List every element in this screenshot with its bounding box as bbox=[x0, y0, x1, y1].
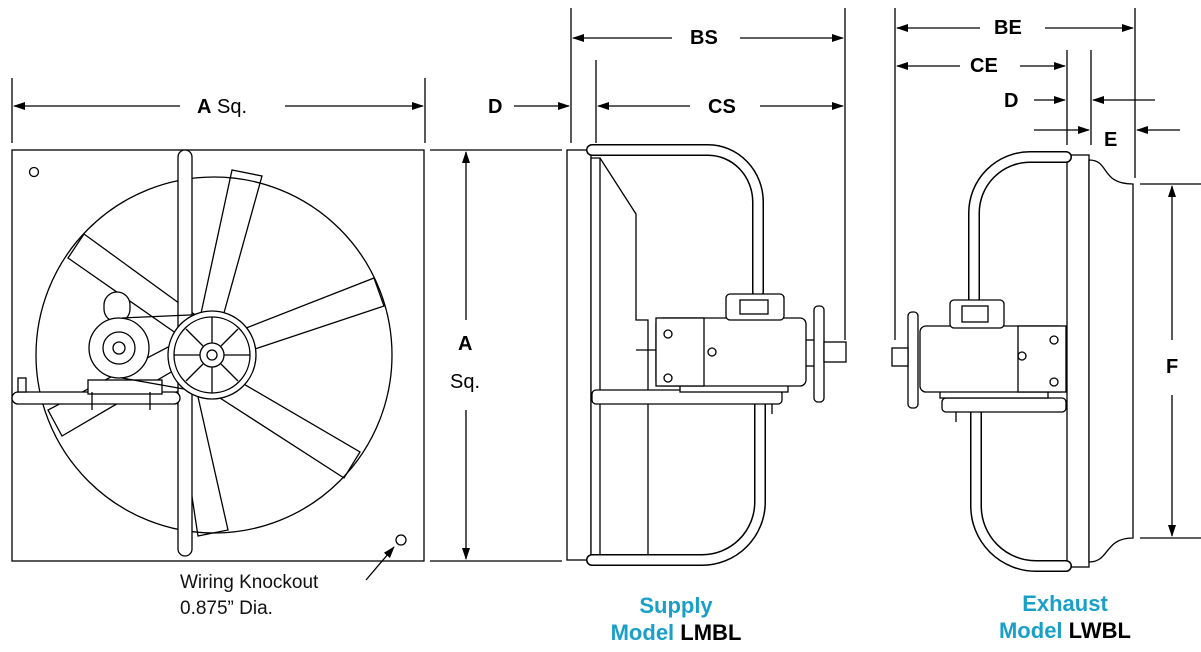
dim-a-side-letter: A bbox=[458, 333, 473, 355]
supply-dim-d-label: D bbox=[488, 96, 503, 118]
supply-caption: Supply Model LMBL bbox=[596, 592, 756, 646]
wiring-knockout-note-line1: Wiring Knockout bbox=[180, 572, 319, 593]
wiring-knockout-hole bbox=[395, 534, 407, 546]
exhaust-dim-e-label: E bbox=[1104, 129, 1118, 151]
exhaust-caption-model-code: LWBL bbox=[1068, 618, 1131, 643]
motor-pulley bbox=[88, 317, 150, 379]
exhaust-dim-be-label: BE bbox=[994, 17, 1022, 39]
supply-dim-cs-label: CS bbox=[708, 96, 736, 118]
supply-flange bbox=[566, 149, 592, 561]
dim-a-letter: A bbox=[197, 96, 212, 118]
exhaust-dim-d-label: D bbox=[1004, 90, 1019, 112]
exhaust-caption: Exhaust Model LWBL bbox=[980, 590, 1150, 644]
wiring-knockout-note-line2: 0.875” Dia. bbox=[180, 598, 273, 619]
pulley-spokes bbox=[174, 317, 250, 393]
exhaust-dim-f-label: F bbox=[1166, 356, 1179, 378]
exhaust-view bbox=[891, 8, 1201, 572]
exhaust-flange bbox=[1066, 154, 1090, 568]
supply-view bbox=[514, 8, 847, 566]
supply-caption-model-word: Model bbox=[610, 620, 675, 645]
exhaust-caption-title: Exhaust bbox=[1022, 591, 1108, 616]
exhaust-caption-model-word: Model bbox=[998, 618, 1063, 643]
exhaust-caption-model: Model LWBL bbox=[980, 617, 1150, 644]
exhaust-motor-pulley bbox=[907, 311, 919, 409]
dim-a-top-label: A Sq. bbox=[197, 97, 247, 117]
exhaust-dim-ce-label: CE bbox=[970, 55, 998, 77]
supply-caption-title: Supply bbox=[639, 593, 713, 618]
dim-a-suffix: Sq. bbox=[217, 96, 248, 118]
supply-motor-pulley bbox=[813, 305, 825, 403]
front-view bbox=[11, 78, 562, 581]
supply-caption-model: Model LMBL bbox=[596, 619, 756, 646]
dim-a-side-suffix: Sq. bbox=[450, 371, 481, 393]
supply-dim-bs-label: BS bbox=[690, 27, 718, 49]
supply-caption-model-code: LMBL bbox=[680, 620, 742, 645]
